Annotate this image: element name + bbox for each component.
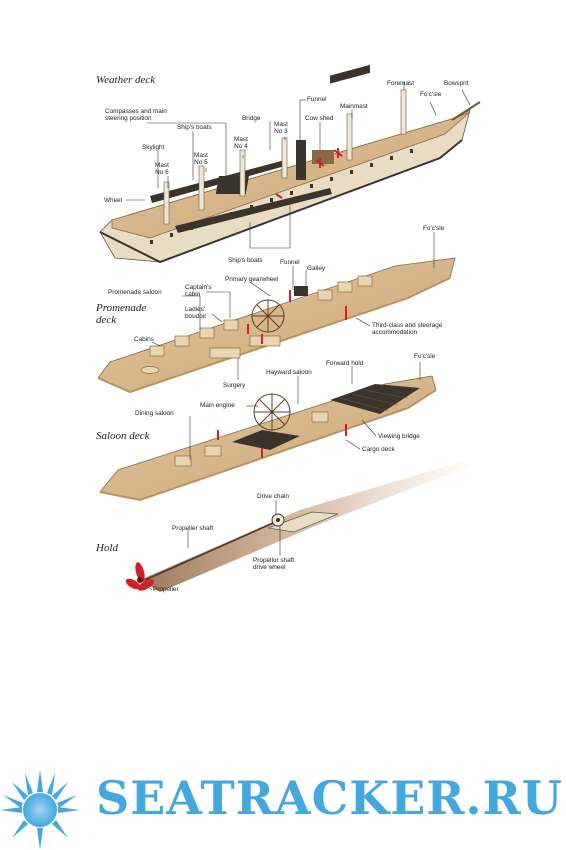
label-primary-gearwheel: Primary gearwheel	[225, 276, 279, 283]
deck-title-weather: Weather deck	[96, 74, 156, 86]
deck-title-promenade: Promenade deck	[96, 302, 147, 326]
deck-title-hold: Hold	[96, 542, 118, 554]
label-main-engine: Main engine	[200, 402, 235, 409]
label-galley: Galley	[307, 265, 326, 272]
bowsprit	[451, 101, 481, 121]
label-funnel-weather: Funnel	[307, 96, 327, 103]
ships-boats-starboard	[175, 188, 332, 233]
label-ladies-boudoir: Ladies' boudoir	[185, 306, 207, 321]
label-cargo-deck: Cargo deck	[362, 446, 395, 453]
label-mast-no4: Mast No 4	[234, 136, 248, 151]
ships-boats-port	[150, 160, 285, 203]
weather-deck-ship	[99, 64, 481, 264]
propeller	[125, 562, 155, 591]
label-cow-shed: Cow shed	[305, 115, 334, 122]
label-fcsle-promenade: Fo'c'sle	[423, 225, 445, 232]
label-bridge: Bridge	[242, 115, 261, 122]
label-hayward-saloon: Hayward saloon	[266, 369, 312, 376]
primary-gearwheel	[251, 299, 285, 333]
foremast	[400, 89, 407, 135]
funnel-weather	[296, 140, 306, 180]
label-captains-cabin: Captain's cabin	[185, 284, 212, 299]
label-skylight: Skylight	[142, 144, 165, 151]
label-mainmast: Mainmast	[340, 103, 368, 110]
deck-title-saloon: Saloon deck	[96, 430, 150, 442]
label-mast-no3: Mast No 3	[274, 121, 288, 136]
label-compasses: Compasses and main steering position	[105, 108, 167, 123]
promenade-deck-ship	[97, 257, 456, 394]
label-third-class: Third-class and steerage accommodation	[372, 322, 443, 337]
label-promenade-saloon: Promenade saloon	[108, 289, 162, 296]
label-dining-saloon: Dining saloon	[135, 410, 174, 417]
label-drive-chain: Drive chain	[257, 493, 289, 500]
mast-no4	[239, 149, 246, 197]
hold-machinery	[125, 462, 470, 592]
mainmast	[346, 113, 353, 161]
drive-chain-plate	[267, 511, 339, 533]
label-surgery: Surgery	[223, 382, 246, 389]
saloon-deck-ship	[99, 375, 437, 502]
label-mast-no6: Mast No 6	[155, 162, 169, 177]
label-fcsle-saloon: Fo'c'sle	[414, 353, 436, 360]
mast-no3	[281, 137, 288, 179]
label-wheel: Wheel	[104, 197, 123, 204]
label-ships-boats-bottom: Ship's boats	[228, 257, 263, 264]
label-mast-no5: Mast No 5	[194, 152, 208, 167]
label-ships-boats-top: Ship's boats	[177, 124, 212, 131]
label-propeller: Propeller	[153, 586, 179, 593]
label-propellor-shaft-drive-wheel: Propellor shaft drive wheel	[253, 557, 295, 572]
mast-no6	[163, 181, 170, 225]
label-funnel-promenade: Funnel	[280, 259, 300, 266]
label-cabins: Cabins	[134, 336, 154, 343]
label-propeller-shaft: Propeller shaft	[172, 525, 214, 532]
label-fcsle-weather: Fo'c'sle	[420, 91, 442, 98]
label-bowsprit: Bowsprit	[444, 80, 469, 87]
label-foremast: Foremast	[387, 80, 414, 87]
label-viewing-bridge: Viewing bridge	[378, 433, 420, 440]
sun-logo-icon	[0, 770, 80, 850]
watermark-text: SEATRACKER.RU	[96, 771, 563, 825]
funnel-promenade	[294, 286, 308, 296]
propeller-shaft	[144, 519, 281, 581]
label-forward-hold: Forward hold	[326, 360, 364, 367]
mast-no5	[198, 165, 205, 211]
leader-lines	[126, 82, 471, 591]
forward-hold	[330, 384, 420, 414]
main-engine	[253, 393, 291, 431]
